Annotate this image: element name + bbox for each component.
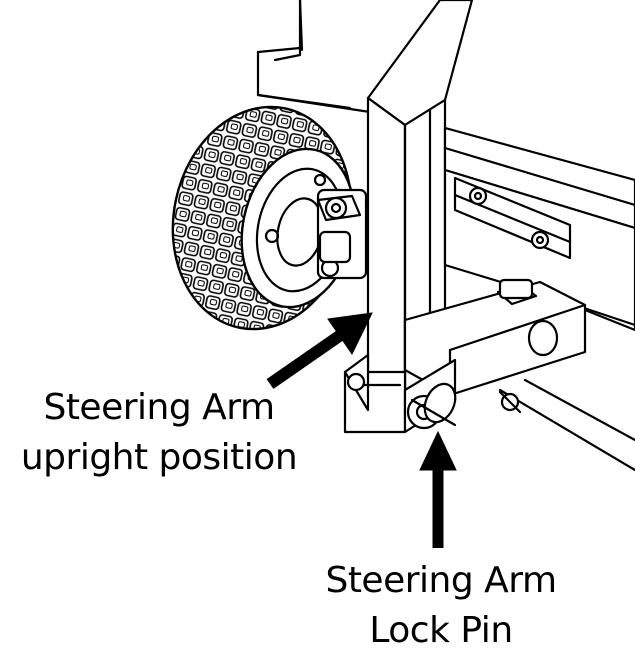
wheel-mount bbox=[316, 188, 368, 280]
upright-label-line1: Steering Arm bbox=[43, 387, 275, 428]
upright-position-label: Steering Arm upright position bbox=[0, 383, 318, 483]
lock-pin-arrow bbox=[419, 430, 457, 548]
upright-label-line2: upright position bbox=[20, 437, 298, 478]
lock-pin bbox=[406, 382, 522, 430]
lock-pin-label-line1: Steering Arm bbox=[325, 560, 557, 601]
angle-bracket bbox=[453, 176, 572, 260]
upright-arrow bbox=[266, 312, 373, 389]
lock-pin-label: Steering Arm Lock Pin bbox=[300, 556, 582, 656]
lock-pin-label-line2: Lock Pin bbox=[369, 610, 513, 651]
